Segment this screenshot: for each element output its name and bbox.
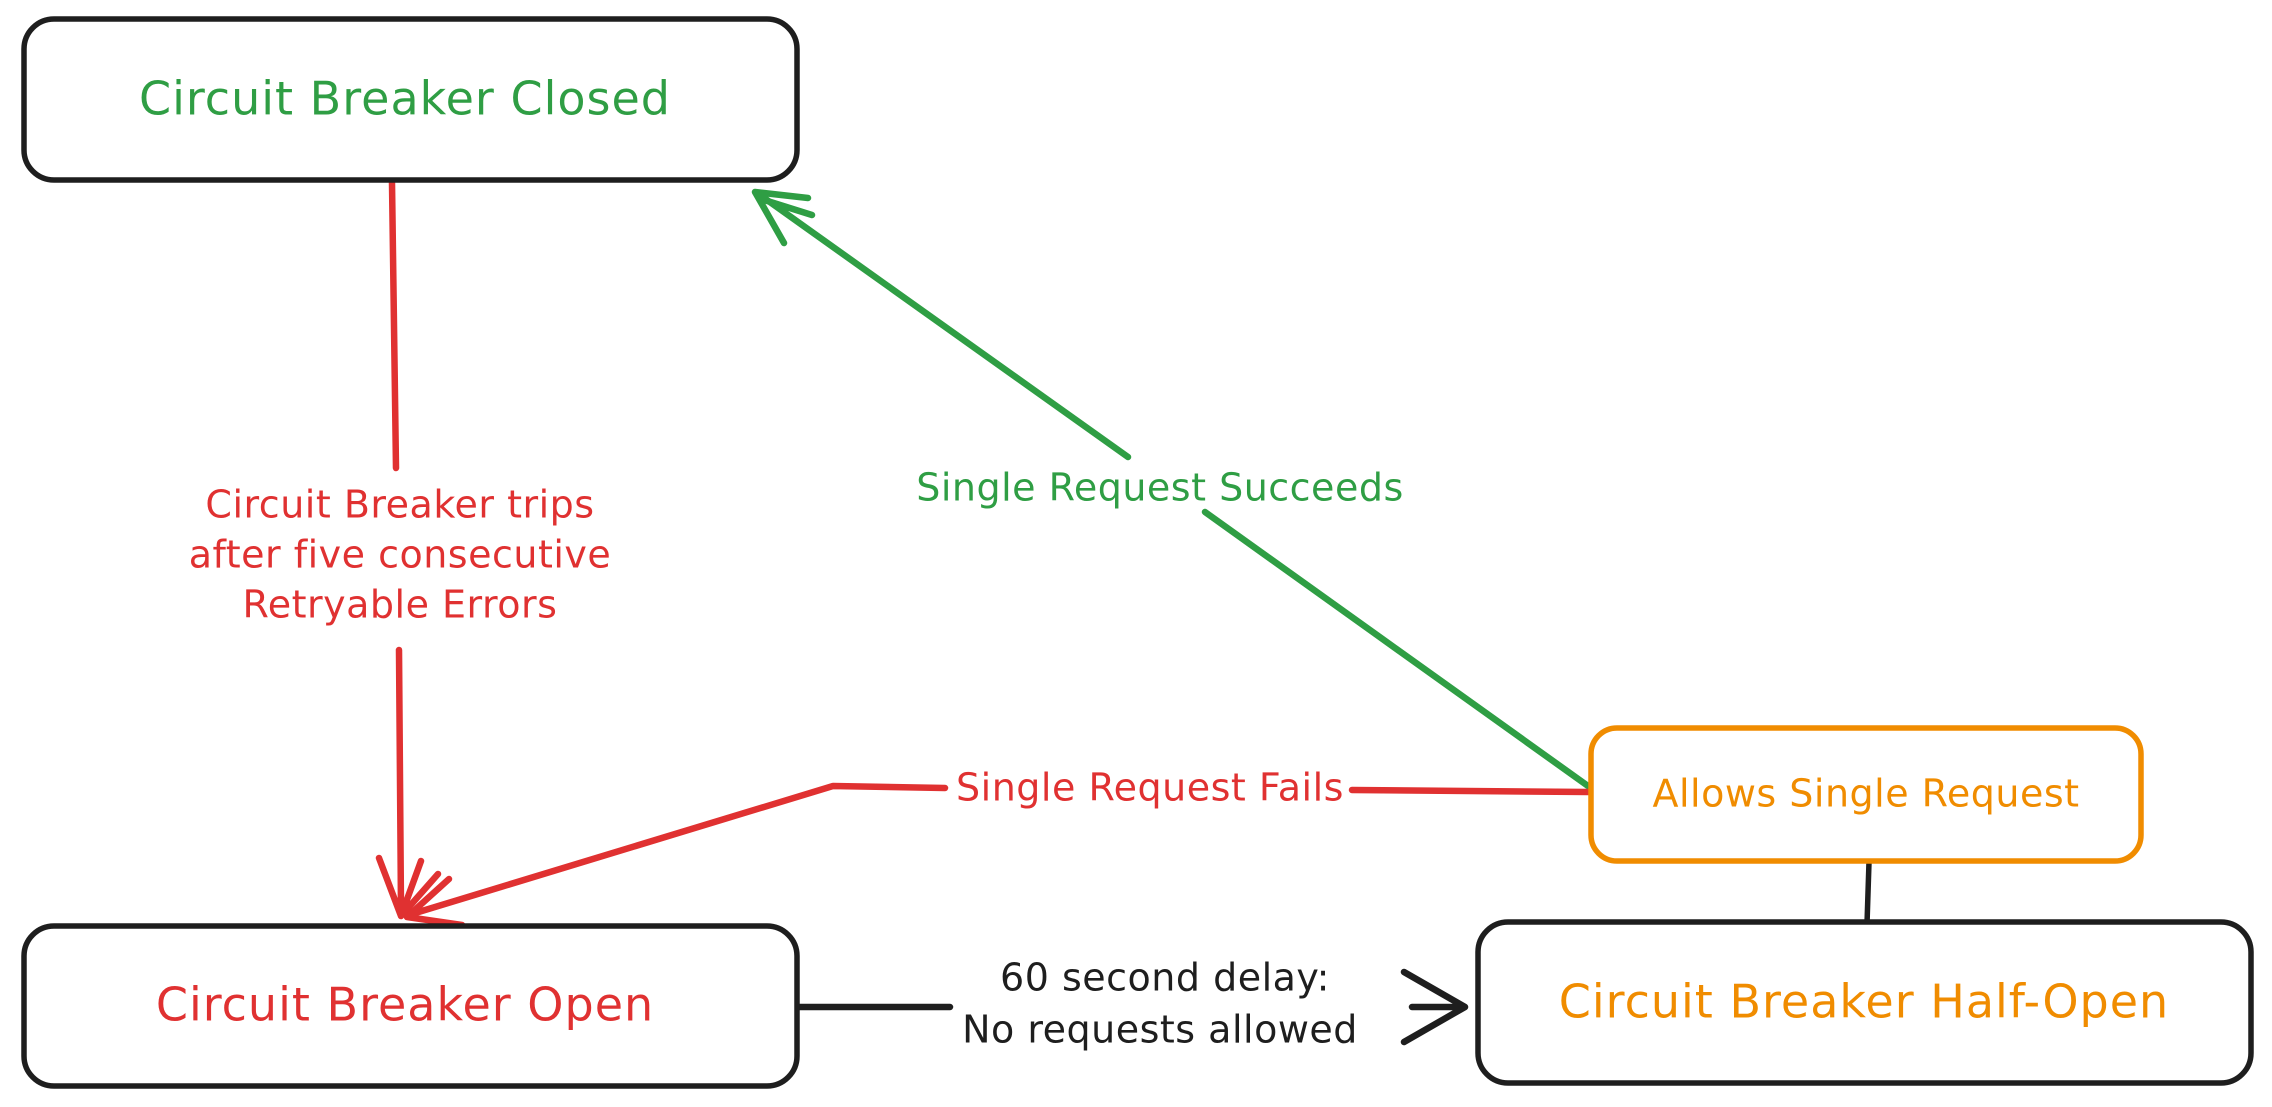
state-node-allows-single-request-box	[1588, 725, 2144, 864]
state-node-closed: Circuit Breaker Closed	[21, 16, 800, 183]
edge-delay: 60 second delay: No requests allowed	[795, 956, 1469, 1052]
state-node-half-open-label: Circuit Breaker Half-Open	[1559, 975, 2169, 1029]
state-node-half-open: Circuit Breaker Half-Open	[1475, 919, 2254, 1086]
edge-connector-line	[1864, 859, 1872, 927]
state-node-closed-label: Circuit Breaker Closed	[139, 72, 671, 126]
state-node-open-label: Circuit Breaker Open	[156, 978, 654, 1032]
edge-trips-label-line3: Retryable Errors	[243, 583, 558, 627]
edge-delay-label-line2: No requests allowed	[962, 1008, 1358, 1052]
state-node-closed-box	[21, 16, 800, 183]
edge-trips-label-line2: after five consecutive	[189, 533, 612, 577]
state-node-allows-single-request: Allows Single Request	[1588, 725, 2144, 864]
edge-fails: Single Request Fails	[403, 766, 1592, 929]
state-node-open-box	[21, 923, 800, 1089]
edge-trips-arrow	[375, 179, 442, 920]
edge-trips-label-line1: Circuit Breaker trips	[205, 483, 594, 527]
state-node-open: Circuit Breaker Open	[21, 923, 800, 1089]
edge-delay-label-line1: 60 second delay:	[1000, 956, 1330, 1000]
edge-fails-label: Single Request Fails	[956, 766, 1344, 810]
state-node-half-open-box	[1475, 919, 2254, 1086]
state-node-allows-single-request-label: Allows Single Request	[1652, 772, 2079, 816]
edge-fails-arrow	[403, 782, 1592, 929]
edge-trips: Circuit Breaker trips after five consecu…	[189, 179, 612, 920]
edge-succeeds-label: Single Request Succeeds	[916, 466, 1404, 510]
edge-succeeds-arrow	[751, 188, 1592, 790]
edge-delay-arrow	[795, 968, 1469, 1046]
edge-succeeds: Single Request Succeeds	[751, 188, 1592, 790]
